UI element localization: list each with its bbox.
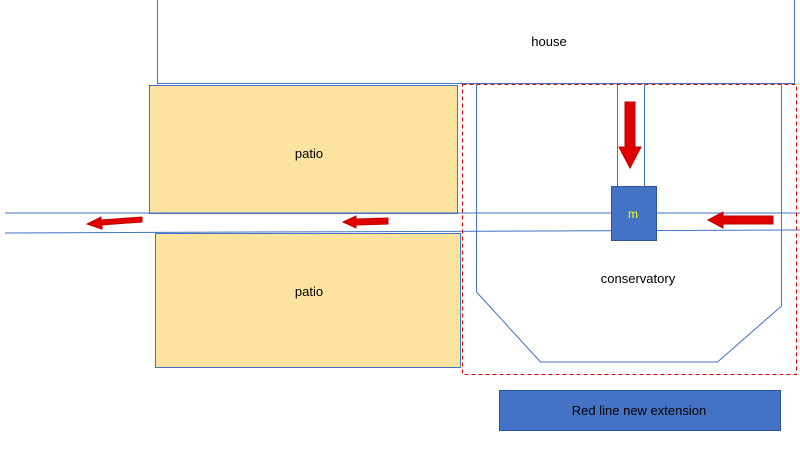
manhole-label: m <box>628 207 638 221</box>
legend-box <box>499 390 781 431</box>
house-label: house <box>531 34 566 49</box>
patio-bottom-label: patio <box>295 284 323 299</box>
patio-top <box>149 85 458 214</box>
flow-arrow-left-right-side <box>706 211 774 229</box>
drain-line-lower <box>4 229 800 234</box>
patio-top-label: patio <box>295 146 323 161</box>
flow-arrow-left-middle <box>341 215 389 229</box>
new-extension-boundary <box>462 84 797 375</box>
legend-label: Red line new extension <box>572 403 706 418</box>
house <box>157 0 795 84</box>
flow-arrow-down <box>618 101 642 170</box>
patio-bottom <box>155 233 461 368</box>
conservatory-label: conservatory <box>601 271 676 286</box>
manhole-box <box>611 186 657 241</box>
conservatory-outline <box>476 85 782 363</box>
flow-arrow-left-edge <box>85 216 143 230</box>
